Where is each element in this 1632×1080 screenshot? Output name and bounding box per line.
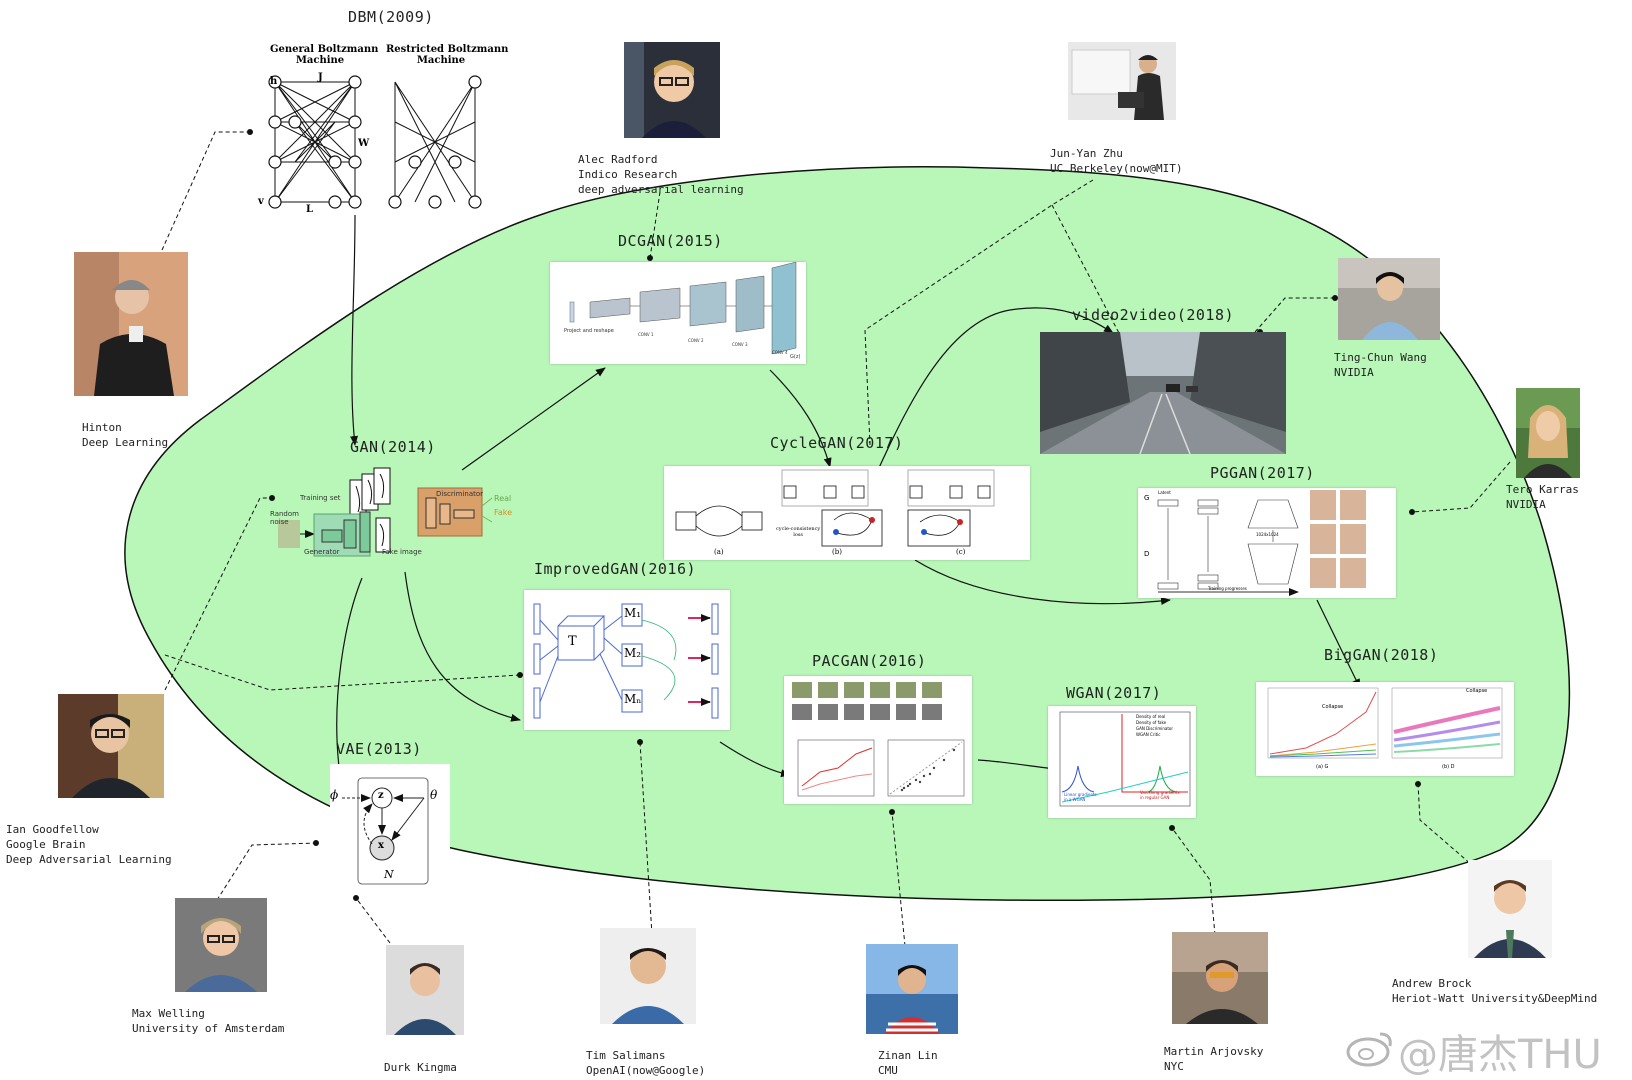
dbm-figure [268,75,482,209]
dbm-left-caption: General Boltzmann Machine [270,44,379,66]
dcgan-gz: G(z) [790,354,801,360]
video2video-figure [1040,332,1286,454]
gan-discriminator: Discriminator [436,490,484,498]
karras-label: Tero Karras NVIDIA [1506,483,1579,511]
gan-real: Real [494,494,512,503]
lin-photo [866,944,958,1034]
gan-training-set: Training set [300,494,341,502]
cyclegan-figure: (a) (b) (c) cycle-consistency loss [664,466,1030,560]
biggan-sub-b: (b) D [1442,764,1455,770]
vae-title: VAE(2013) [336,740,422,758]
zhu-label: Jun-Yan Zhu UC Berkeley(now@MIT) [1050,147,1183,175]
cyclegan-panel-a: (a) [714,548,724,556]
lineage-arrows [334,214,1361,778]
dbm-label-l: L [306,204,314,215]
person-connectors [161,131,1511,947]
pacgan-figure [784,676,972,804]
wgan-linear: Linear gradients in a WGAN [1064,792,1097,802]
vae-z: z [378,790,384,801]
improvedgan-m1: M₁ [624,606,642,620]
dcgan-conv2: CONV 2 [688,338,704,343]
welling-photo [175,898,267,992]
kingma-label: Durk Kingma [384,1061,457,1074]
vae-figure: ϕ θ z x N [330,764,450,892]
gan-generator: Generator [304,548,340,556]
dcgan-figure: Project and reshape CONV 1 CONV 2 CONV 3… [550,262,806,364]
brock-label: Andrew Brock Heriot-Watt University&Deep… [1392,977,1598,1005]
improvedgan-title: ImprovedGAN(2016) [534,560,697,578]
dbm-title: DBM(2009) [348,8,434,26]
arjovsky-photo [1172,932,1268,1024]
dcgan-conv1: CONV 1 [638,332,654,337]
dbm-label-v: v [258,196,264,207]
dcgan-title: DCGAN(2015) [618,232,723,250]
biggan-collapse-a: Collapse [1322,704,1344,710]
cyclegan-panel-b: (b) [832,548,842,556]
weibo-watermark: @唐杰THU [1398,1032,1602,1078]
vae-n: N [384,868,394,881]
vae-theta: θ [430,788,438,802]
pggan-title: PGGAN(2017) [1210,464,1315,482]
pggan-res: 1024x1024 [1256,532,1279,537]
cyclegan-title: CycleGAN(2017) [770,434,904,452]
hinton-photo [74,252,188,396]
biggan-title: BigGAN(2018) [1324,646,1439,664]
salimans-photo [600,928,696,1024]
cyclegan-loss: cycle-consistency loss [776,526,821,538]
gan-title: GAN(2014) [350,438,436,456]
dcgan-project: Project and reshape [564,328,614,334]
dcgan-conv3: CONV 3 [732,342,748,347]
pacgan-title: PACGAN(2016) [812,652,927,670]
wgan-title: WGAN(2017) [1066,684,1162,702]
karras-photo [1516,388,1580,478]
dbm-label-h: h [270,76,278,87]
kingma-photo [386,945,464,1035]
pggan-figure: G D Latent 1024x1024 Training progresses [1138,488,1396,598]
zhu-photo [1068,42,1176,120]
gan-random-noise: Random noise [270,510,299,526]
improvedgan-t: T [568,634,577,649]
wgan-figure: Density of real Density of fake GAN Disc… [1048,706,1196,818]
vae-x: x [378,840,384,851]
goodfellow-photo [58,694,164,798]
brock-photo [1468,860,1552,958]
weibo-icon [1346,1032,1392,1067]
wgan-legend-2: GAN Discriminator [1136,726,1173,731]
wgan-legend-1: Density of fake [1136,720,1167,725]
salimans-label: Tim Salimans OpenAI(now@Google) [586,1049,706,1077]
pggan-training: Training progresses [1208,586,1247,591]
improvedgan-mn: Mₙ [624,692,642,706]
radford-photo [624,42,720,138]
pggan-d: D [1144,550,1150,558]
biggan-sub-a: (a) G [1316,764,1329,770]
pggan-g: G [1144,494,1150,502]
wang-label: Ting-Chun Wang NVIDIA [1334,351,1427,379]
wgan-legend-3: WGAN Critic [1136,732,1161,737]
wgan-vanishing: Vanishing gradients in regular GAN [1140,790,1180,800]
gan-figure [278,467,493,557]
biggan-figure: Collapse Collapse (a) G (b) D [1256,682,1514,776]
biggan-collapse-b: Collapse [1466,688,1488,694]
dbm-label-j: J [318,72,323,83]
vae-phi: ϕ [330,788,339,802]
improvedgan-figure: T M₁ M₂ Mₙ [524,590,730,730]
goodfellow-label: Ian Goodfellow Google Brain Deep Adversa… [6,823,172,866]
improvedgan-m2: M₂ [624,646,642,660]
dcgan-conv4: CONV 4 [772,350,788,355]
gan-fake: Fake [494,508,513,517]
arjovsky-label: Martin Arjovsky NYC [1164,1045,1264,1073]
radford-label: Alec Radford Indico Research deep advers… [578,153,744,196]
dbm-right-caption: Restricted Boltzmann Machine [386,44,509,66]
hinton-label: Hinton Deep Learning [82,421,169,449]
welling-label: Max Welling University of Amsterdam [132,1007,285,1035]
lin-label: Zinan Lin CMU [878,1049,938,1077]
gan-fake-image: Fake image [382,548,422,556]
pggan-latent: Latent [1158,490,1171,495]
video2video-title: video2video(2018) [1072,306,1235,324]
cyclegan-panel-c: (c) [956,548,966,556]
wgan-legend-0: Density of real [1136,714,1166,719]
dbm-label-w: W [358,138,370,149]
wang-photo [1338,258,1440,340]
